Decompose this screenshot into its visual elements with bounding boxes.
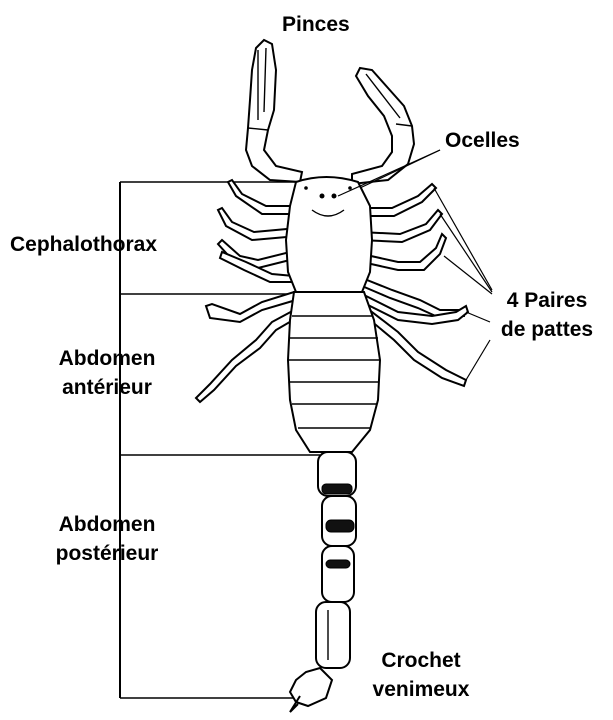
stinger-shape (290, 668, 332, 712)
label-abdomen-posterieur: Abdomen postérieur (42, 512, 172, 566)
label-pinces: Pinces (282, 12, 350, 37)
label-pattes-line2: de pattes (488, 317, 606, 342)
label-abdomen-anterieur: Abdomen antérieur (42, 346, 172, 400)
anterior-abdomen-shape (288, 292, 380, 452)
label-abdomen-post-line1: Abdomen (42, 512, 172, 537)
label-abdomen-ant-line1: Abdomen (42, 346, 172, 371)
legs-left (196, 180, 300, 402)
label-crochet-line1: Crochet (356, 648, 486, 673)
label-cephalothorax: Cephalothorax (10, 232, 157, 257)
pincer-left (246, 40, 302, 182)
label-abdomen-post-line2: postérieur (42, 541, 172, 566)
label-pattes-line1: 4 Paires (488, 288, 606, 313)
label-crochet-line2: venimeux (356, 677, 486, 702)
posterior-abdomen-tail (316, 452, 356, 668)
label-pattes: 4 Paires de pattes (488, 288, 606, 342)
label-ocelles: Ocelles (445, 128, 520, 153)
label-crochet-venimeux: Crochet venimeux (356, 648, 486, 702)
cephalothorax-shape (286, 177, 372, 292)
label-abdomen-ant-line2: antérieur (42, 375, 172, 400)
